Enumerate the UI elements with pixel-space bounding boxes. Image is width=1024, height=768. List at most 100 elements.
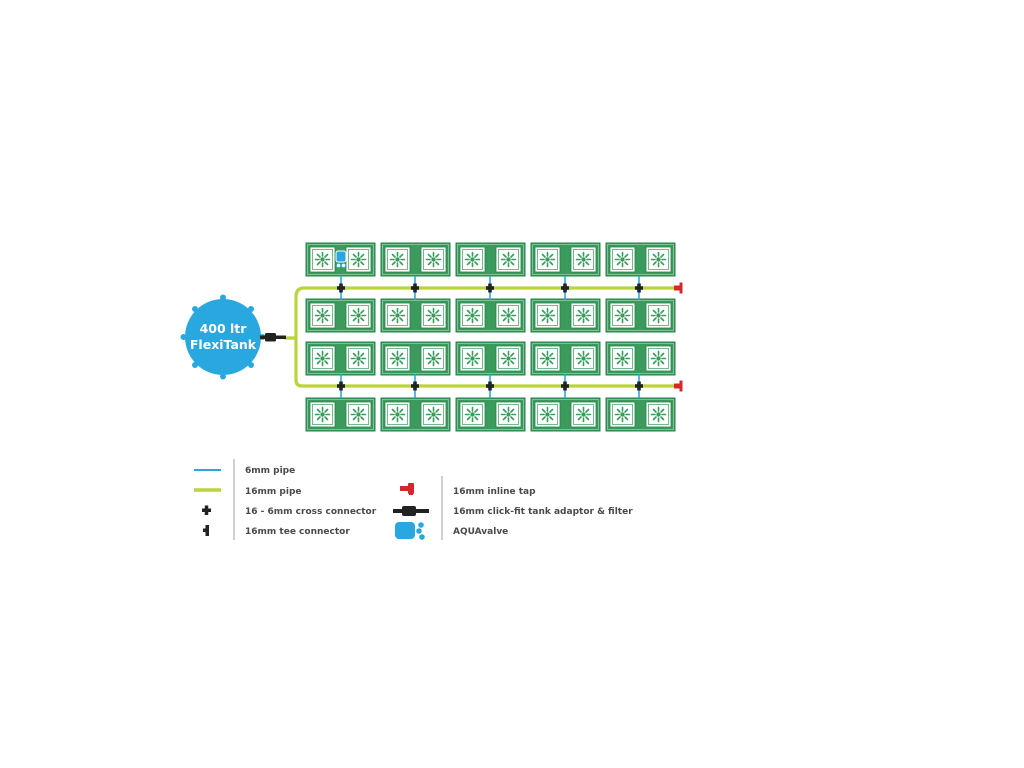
flower-icon [500,251,517,268]
plant-pot [609,401,636,428]
flower-icon [650,350,667,367]
cross-connector [411,374,419,398]
plant-pot [345,246,372,273]
tray [380,242,451,277]
legend-label-tank-adaptor: 16mm click-fit tank adaptor & filter [453,507,633,517]
cross-connector [635,374,643,398]
plant-pot [645,401,672,428]
tray [605,341,676,376]
plant-pot [459,302,486,329]
inline-tap-icon [400,483,414,495]
tray [455,242,526,277]
plant-pot [609,345,636,372]
flower-icon [650,406,667,423]
flower-icon [389,307,406,324]
tank-label-line1: 400 ltr [200,321,248,336]
plant-pot [534,401,561,428]
plant-pot [345,345,372,372]
tray [380,298,451,333]
tray [380,397,451,432]
flower-icon [425,350,442,367]
flower-icon [425,406,442,423]
tray [380,341,451,376]
plant-pot [570,401,597,428]
cross-connector [411,276,419,300]
tray [530,242,601,277]
legend-label-16mm-pipe: 16mm pipe [245,487,302,497]
plant-pot [420,401,447,428]
flower-icon [500,307,517,324]
plant-pot [309,401,336,428]
cross-connector-icon [202,505,211,515]
cross-connector [486,374,494,398]
plant-pot [645,302,672,329]
plant-pot [309,302,336,329]
plant-pot [384,302,411,329]
plant-pot [420,345,447,372]
plant-pot [459,345,486,372]
tray [530,397,601,432]
flower-icon [350,307,367,324]
tray-grid [305,242,676,432]
plant-pot [609,246,636,273]
tray [605,298,676,333]
inline-tap-upper [674,282,683,294]
flower-icon [539,350,556,367]
plant-pot [609,302,636,329]
plant-pot [309,246,336,273]
flower-icon [614,251,631,268]
flower-icon [425,307,442,324]
main-pipe-16mm [283,286,678,388]
flower-icon [575,307,592,324]
plant-pot [570,246,597,273]
cross-connector [635,276,643,300]
flower-icon [425,251,442,268]
plant-pot [495,401,522,428]
tray [455,298,526,333]
flower-icon [464,251,481,268]
plant-pot [459,401,486,428]
tray [605,397,676,432]
connectors [337,276,643,398]
flower-icon [575,251,592,268]
tank-label-line2: FlexiTank [190,337,257,352]
flower-icon [350,251,367,268]
flower-icon [500,406,517,423]
tray [530,298,601,333]
flower-icon [314,406,331,423]
flower-icon [350,406,367,423]
plant-pot [384,345,411,372]
aquavalve-icon [335,250,347,269]
flower-icon [314,350,331,367]
plant-pot [384,401,411,428]
flower-icon [464,307,481,324]
plant-pot [495,246,522,273]
flexitank: 400 ltr FlexiTank [180,294,266,380]
plant-pot [534,246,561,273]
tank-adaptor-icon [393,506,429,516]
tee-connector-icon [203,525,209,536]
aquavalve-legend-icon [395,522,425,540]
flower-icon [350,350,367,367]
plant-pot [345,302,372,329]
cross-connector [337,276,345,300]
plant-pot [459,246,486,273]
tray [305,298,376,333]
plant-pot [570,302,597,329]
flower-icon [464,406,481,423]
flower-icon [314,307,331,324]
tray [530,341,601,376]
plant-pot [645,345,672,372]
tray [455,397,526,432]
plant-pot [420,246,447,273]
flower-icon [575,350,592,367]
legend-label-cross-connector: 16 - 6mm cross connector [245,507,377,517]
flower-icon [539,251,556,268]
flower-icon [389,251,406,268]
plant-pot [420,302,447,329]
plant-pot [309,345,336,372]
legend-label-inline-tap: 16mm inline tap [453,487,536,497]
plant-pot [534,302,561,329]
flower-icon [464,350,481,367]
